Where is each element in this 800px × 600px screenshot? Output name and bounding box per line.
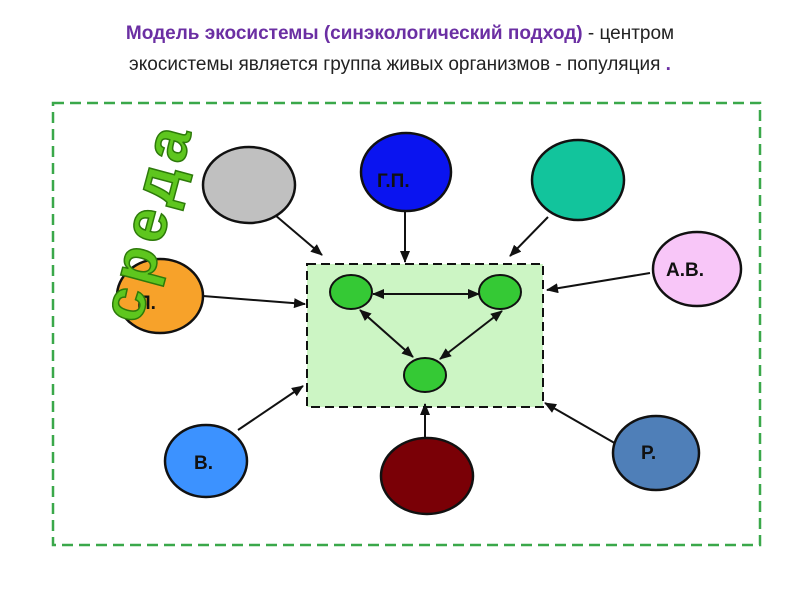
- environment-frame: [51, 101, 762, 547]
- factor-v-label: В.: [194, 453, 213, 474]
- factor-p-label: П.: [137, 293, 156, 314]
- organism-arrows: [359, 289, 503, 360]
- factor-darkred-circle: [379, 436, 475, 516]
- organism-left: [329, 274, 373, 310]
- factor-grey-circle: [201, 145, 297, 225]
- organisms: [329, 274, 522, 393]
- factor-r-circle: [611, 414, 701, 492]
- arrow-r-to-population: [544, 402, 619, 446]
- factor-av-label: А.В.: [666, 260, 704, 281]
- heading-period: .: [660, 54, 671, 75]
- organism-right: [478, 274, 522, 310]
- heading-line2: экосистемы является группа живых организ…: [129, 54, 661, 75]
- arrow-teal-to-population: [509, 216, 549, 257]
- factor-av-circle: [651, 230, 743, 308]
- organism-bottom: [403, 357, 447, 393]
- factor-r-label: Р.: [641, 443, 656, 464]
- factor-teal-circle: [530, 138, 626, 222]
- factor-p-circle: [115, 257, 205, 335]
- arrow-organism-right-bottom: [439, 310, 503, 360]
- arrow-av-to-population: [546, 272, 651, 294]
- arrow-organism-left-bottom: [359, 309, 414, 358]
- arrow-p-to-population: [202, 295, 306, 309]
- arrow-v-to-population: [237, 385, 304, 431]
- factor-gp-circle: [359, 131, 453, 213]
- heading-accent: Модель экосистемы (синэкологический подх…: [125, 23, 583, 44]
- slide-heading: Модель экосистемы (синэкологический подх…: [0, 18, 800, 80]
- factor-gp-label: Г.П.: [377, 171, 410, 192]
- factor-circles: Г.П. А.В. П. В. Р.: [115, 131, 743, 516]
- arrow-grey-to-population: [274, 214, 323, 256]
- factor-v-circle: [163, 423, 249, 499]
- heading-rest: - центром: [582, 23, 675, 44]
- factor-arrows: [202, 210, 651, 446]
